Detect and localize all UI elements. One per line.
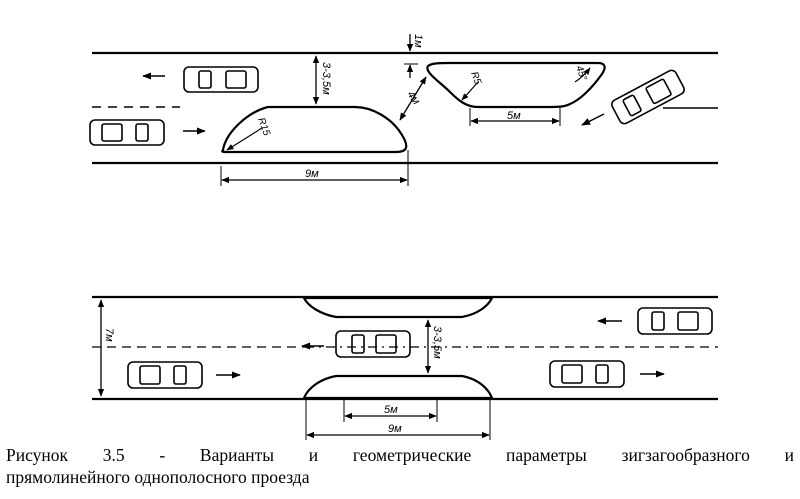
bottom-car-upper-right xyxy=(637,307,713,335)
top-car-lower-left xyxy=(89,119,165,146)
caption-word: и xyxy=(784,445,794,465)
top-right-island xyxy=(426,61,606,109)
bottom-label-island-length: 5м xyxy=(384,404,398,416)
diagram-figure: 3-3,5м 1м 4м R15 R5 45° 5м 9м xyxy=(89,34,718,440)
caption-word: параметры xyxy=(505,445,587,465)
top-zigzag-diagram xyxy=(89,34,718,186)
bottom-lower-island xyxy=(302,374,494,400)
top-car-upper-left xyxy=(183,66,259,93)
caption-word: - xyxy=(159,445,166,465)
top-dim-angle-gap xyxy=(399,76,427,121)
caption-word: Рисунок xyxy=(6,445,69,465)
top-label-radius-left: R15 xyxy=(255,116,272,137)
caption-word: геометрические xyxy=(352,445,472,465)
top-label-radius-right: R5 xyxy=(468,70,483,86)
top-label-offset: 1м xyxy=(412,34,424,48)
caption-word: и xyxy=(308,445,319,465)
figure-caption: Рисунок 3.5 - Варианты и геометрические … xyxy=(6,444,794,488)
top-left-island xyxy=(221,105,408,154)
top-label-angle-gap: 4м xyxy=(405,89,423,107)
bottom-straight-diagram xyxy=(92,295,718,440)
bottom-car-left xyxy=(127,361,203,389)
bottom-label-lane-width: 3-3,5м xyxy=(431,326,443,359)
bottom-upper-island xyxy=(302,296,494,319)
top-label-angle: 45° xyxy=(573,64,589,82)
top-radius-left-line xyxy=(226,127,263,151)
top-label-lane-width: 3-3,5м xyxy=(320,62,332,95)
caption-word: 3.5 xyxy=(102,445,125,465)
top-label-island-length: 5м xyxy=(507,110,521,122)
caption-line-2: прямолинейного однополосного проезда xyxy=(6,467,310,487)
bottom-car-lower-right xyxy=(549,360,625,388)
bottom-label-road-width: 7м xyxy=(103,328,115,342)
caption-word: зигзагообразного xyxy=(621,445,750,465)
bottom-car-center xyxy=(335,330,411,358)
top-radius-right-line xyxy=(461,81,479,101)
top-car-right-angled xyxy=(611,69,685,125)
top-traffic-arrow-diagonal xyxy=(581,113,605,126)
bottom-label-total-length: 9м xyxy=(388,423,402,435)
top-angle-arc xyxy=(574,67,591,83)
caption-word: Варианты xyxy=(199,445,275,465)
top-label-total-length: 9м xyxy=(305,168,319,180)
caption-line-1: Рисунок 3.5 - Варианты и геометрические … xyxy=(6,444,794,466)
